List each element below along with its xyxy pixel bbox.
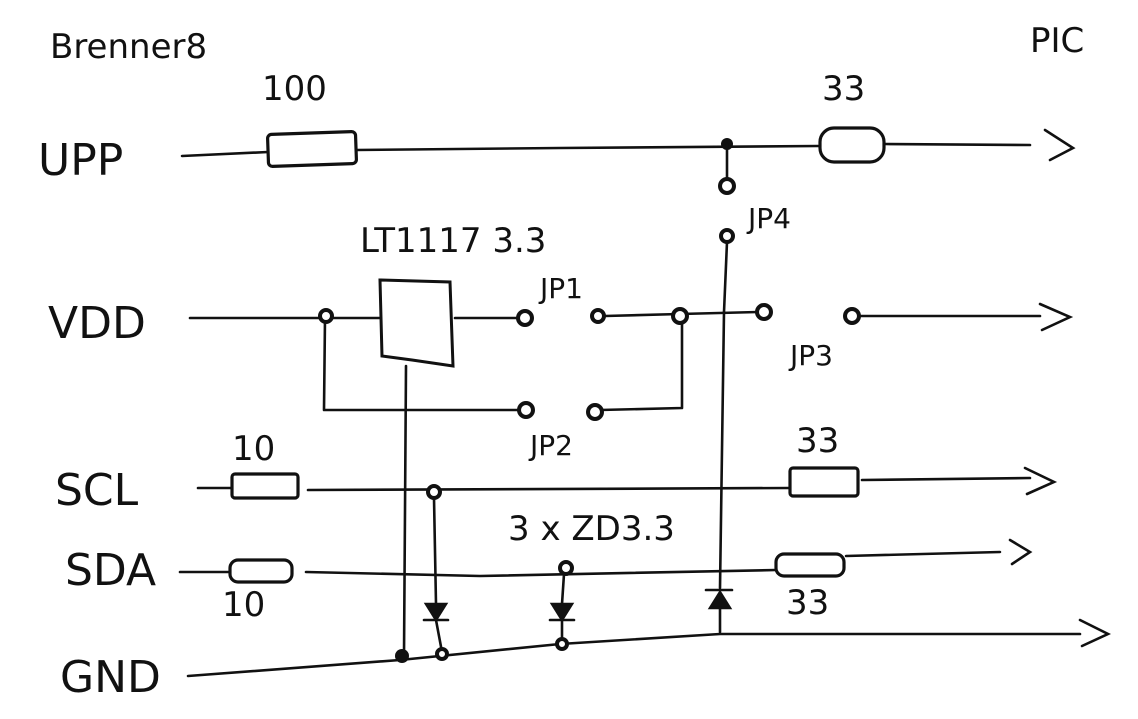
jumper-jp4: [718, 138, 736, 314]
gnd-node-zd2: [555, 637, 569, 651]
resistor-scl-33: [788, 466, 860, 498]
jp4-pin-1: [718, 177, 736, 195]
jp1-pin-1: [516, 309, 534, 327]
signal-label-gnd: GND: [60, 652, 161, 703]
regulator-ld1117: [378, 278, 455, 368]
label-jp2: JP2: [528, 429, 573, 462]
zener-diode-vdd: [704, 310, 734, 634]
resistor-sda-10: [228, 558, 294, 584]
jp4-pin-2: [719, 228, 735, 244]
value-r-upp-out: 33: [822, 69, 865, 109]
sda-line: [178, 538, 1033, 606]
resistor-sda-33: [774, 552, 846, 578]
vdd-arrow: [1038, 302, 1074, 332]
gnd-node-regulator: [395, 649, 409, 663]
zener-diode-sda: [548, 602, 576, 644]
gnd-arrow: [1078, 618, 1112, 648]
resistor-scl-10: [230, 472, 300, 500]
scl-arrow: [1023, 466, 1058, 496]
sda-node: [558, 560, 574, 576]
header-brenner-label: Brenner8: [50, 27, 207, 67]
jp1-pin-2: [590, 308, 606, 324]
jp2-pin-2: [586, 403, 604, 421]
resistor-upp-100: [266, 130, 358, 168]
jp3-pin-1: [755, 303, 773, 321]
scl-node: [426, 484, 442, 500]
upp-arrow: [1043, 128, 1076, 162]
value-r-upp-in: 100: [262, 69, 327, 109]
signal-label-vdd: VDD: [48, 298, 146, 349]
jp3-pin-2: [843, 307, 861, 325]
label-regulator: LT1117 3.3: [360, 221, 546, 261]
regulator-gnd-leg: [402, 364, 408, 657]
upp-line: [180, 126, 1076, 168]
label-zener: 3 x ZD3.3: [508, 509, 675, 549]
signal-label-scl: SCL: [55, 465, 139, 516]
label-jp3: JP3: [788, 339, 833, 372]
value-r-scl-in: 10: [232, 429, 275, 469]
jp2-pin-1: [517, 401, 535, 419]
resistor-upp-33: [818, 126, 886, 164]
value-r-sda-in: 10: [222, 585, 265, 625]
label-jp1: JP1: [538, 272, 583, 305]
vdd-line: [188, 278, 1074, 421]
header-pic-label: PIC: [1030, 21, 1084, 61]
label-jp4: JP4: [746, 202, 791, 235]
vdd-node-left: [318, 308, 334, 324]
sda-arrow: [1008, 538, 1033, 566]
zener-diode-scl: [422, 602, 450, 654]
signal-label-upp: UPP: [38, 135, 123, 186]
value-r-scl-out: 33: [796, 421, 839, 461]
gnd-node-zd1: [435, 647, 449, 661]
gnd-line: [186, 618, 1112, 678]
signal-label-sda: SDA: [65, 545, 156, 596]
scl-line: [196, 466, 1058, 606]
value-r-sda-out: 33: [786, 583, 829, 623]
vdd-node-right: [671, 307, 689, 325]
